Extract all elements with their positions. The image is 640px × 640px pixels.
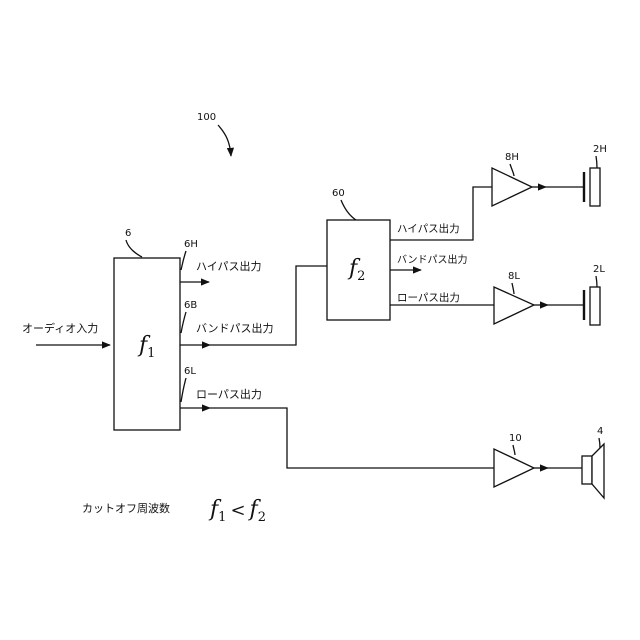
amp-8l-ref-leader: [512, 283, 514, 294]
spk-2l-ref-leader: [596, 276, 597, 287]
spk-4-ref-leader: [599, 438, 600, 448]
amp-8h-triangle: [492, 168, 532, 206]
f2-high-label: ハイパス出力: [397, 222, 460, 235]
out-6b-ref-label: 6B: [184, 300, 197, 311]
cutoff-relation: f1<f2: [208, 497, 266, 525]
amp-8l-ref-label: 8L: [508, 271, 520, 282]
filter2-ref-label: 60: [332, 188, 345, 199]
filter1-ref-label: 6: [125, 228, 131, 239]
system-ref-label: 100: [197, 112, 216, 123]
amp-8h-ref-label: 8H: [505, 152, 519, 163]
out-6h-ref-label: 6H: [184, 239, 198, 250]
out-6h-ref-leader: [181, 251, 186, 270]
out-6b-ref-leader: [181, 312, 186, 333]
f2-band-label: バンドパス出力: [397, 253, 468, 266]
out-6l-ref-leader: [181, 378, 186, 402]
out-6b-label: バンドパス出力: [196, 321, 274, 335]
filter2-ref-leader: [341, 200, 356, 220]
system-ref-arrow: [218, 125, 231, 156]
spk-4-cone: [592, 444, 604, 498]
spk-2h-ref-leader: [596, 156, 597, 168]
spk-2h-body: [590, 168, 600, 206]
spk-2h-ref-label: 2H: [593, 144, 607, 155]
amp-10-ref-leader: [513, 445, 515, 455]
filter1-ref-leader: [126, 240, 142, 257]
amp-8h-ref-leader: [510, 164, 514, 176]
amp-10-triangle: [494, 449, 534, 487]
spk-4-ref-label: 4: [597, 426, 603, 437]
spk-2l-ref-label: 2L: [593, 264, 605, 275]
amp-10-ref-label: 10: [509, 433, 522, 444]
out-6l-ref-label: 6L: [184, 366, 196, 377]
f2-low-label: ローパス出力: [397, 291, 460, 304]
cutoff-label: カットオフ周波数: [82, 502, 170, 515]
spk-2l-body: [590, 287, 600, 325]
out-6l-label: ローパス出力: [196, 387, 262, 401]
out-6h-label: ハイパス出力: [196, 259, 262, 273]
spk-4-magnet: [582, 456, 592, 484]
audio-input-label: オーディオ入力: [22, 321, 98, 335]
low-to-amp10-line: [210, 408, 494, 468]
